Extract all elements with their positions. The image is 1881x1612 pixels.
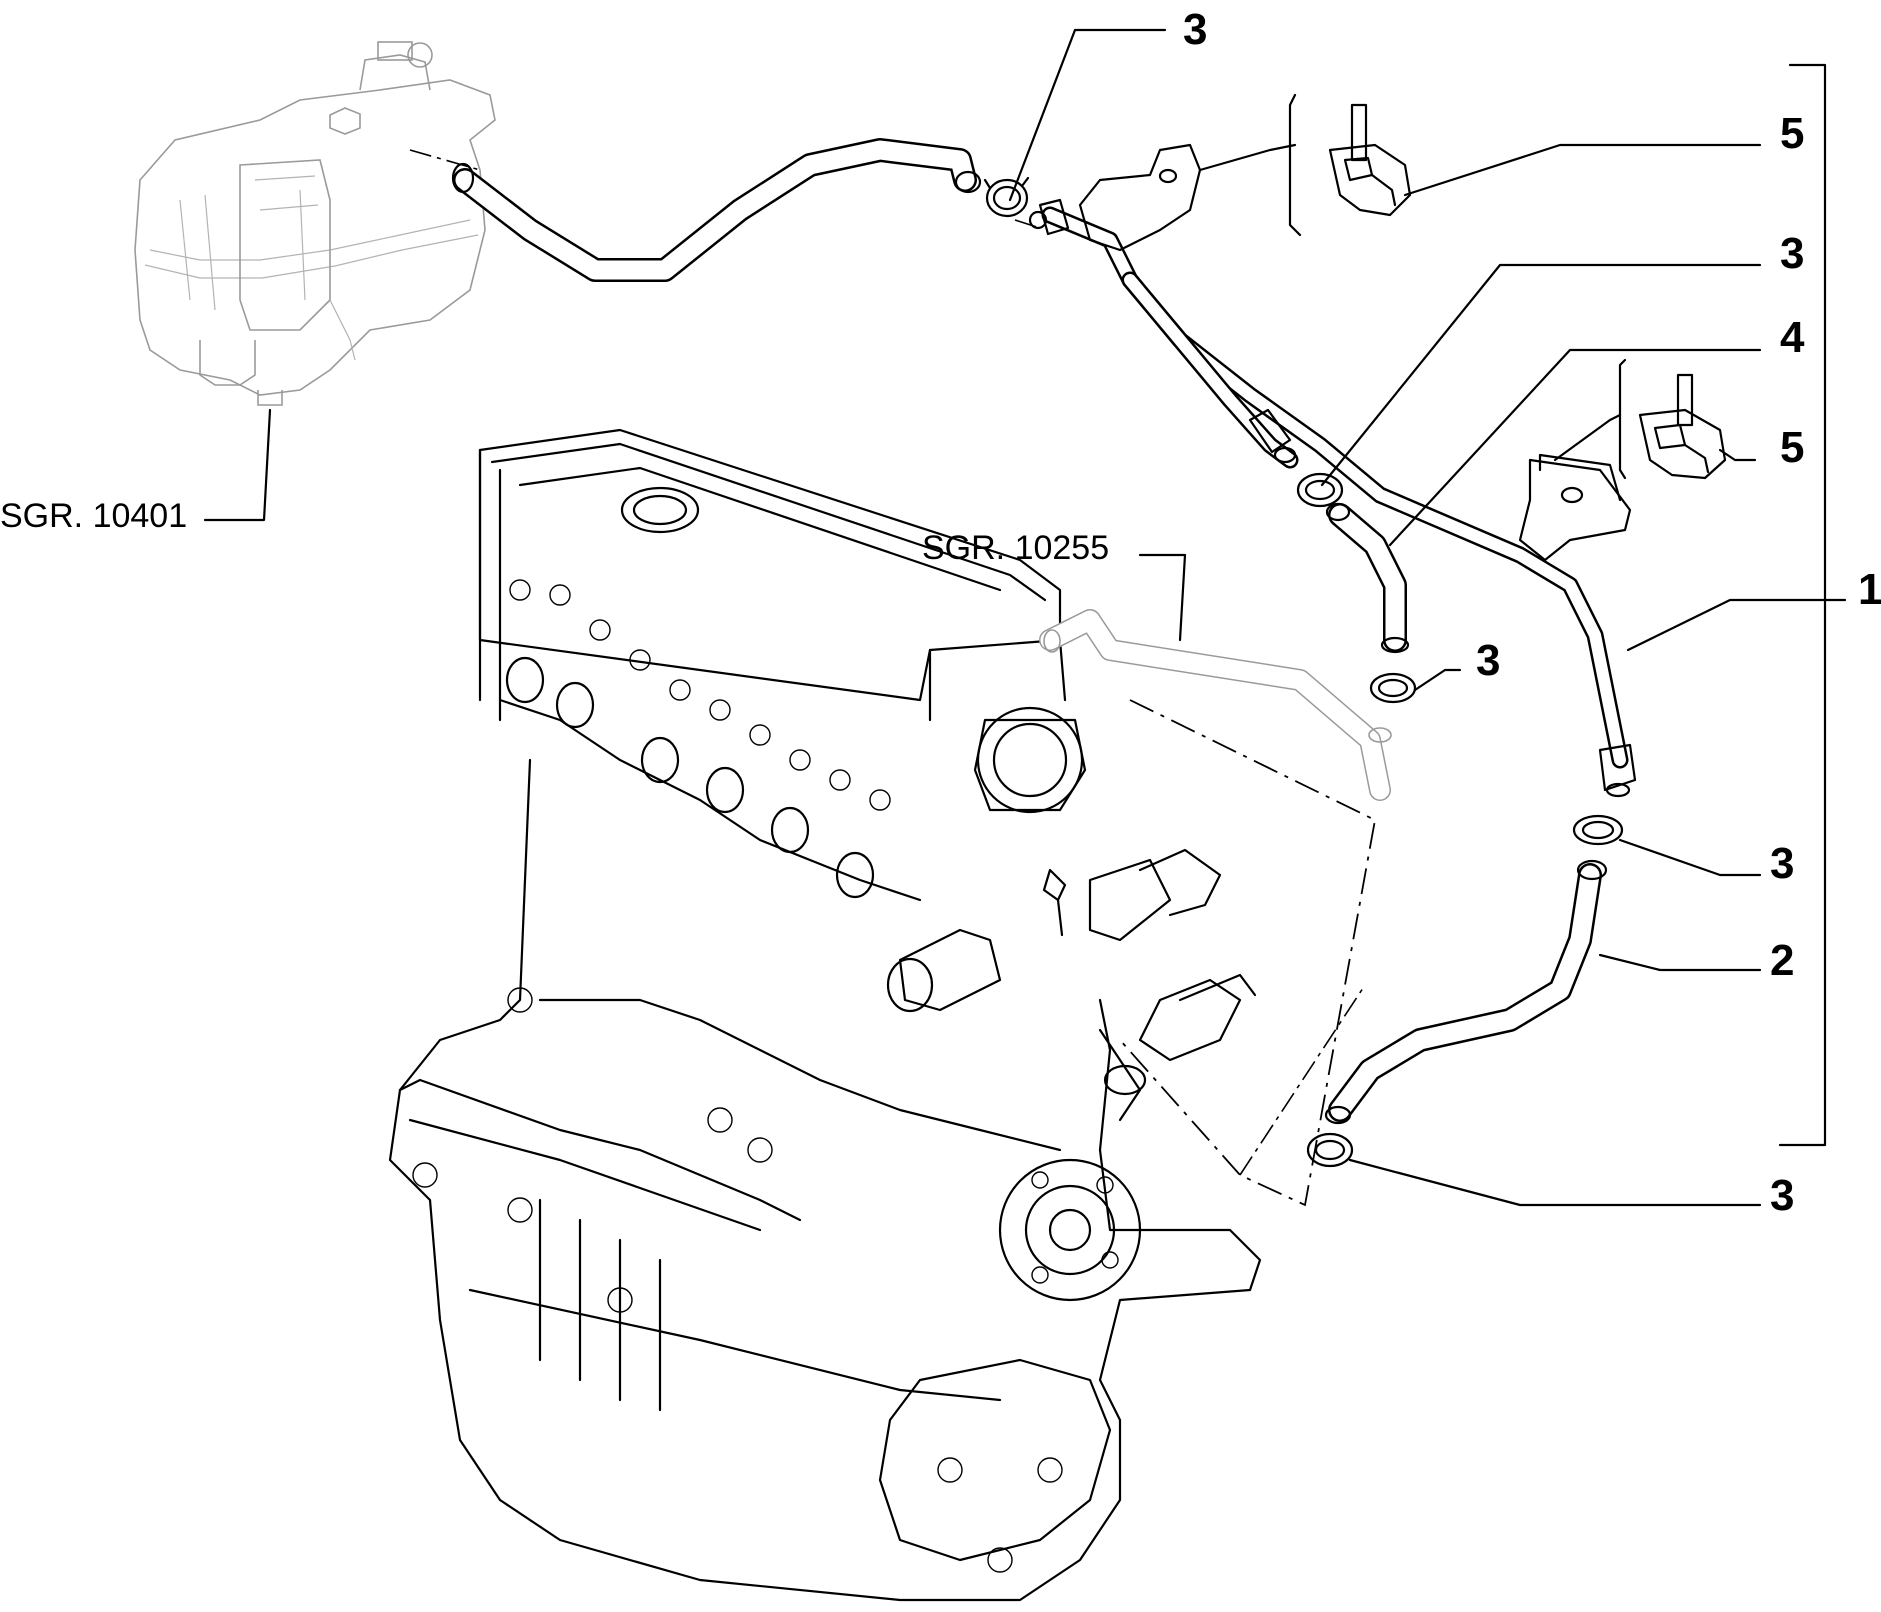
hose-part-2 [1324, 859, 1608, 1125]
leader-sgr-10401 [203, 408, 272, 522]
clamp-bottom [1306, 1132, 1354, 1168]
callout-3-upper-pipe: 3 [1780, 229, 1804, 278]
callout-1: 1 [1858, 565, 1881, 614]
callout-3-bottom: 3 [1770, 1171, 1794, 1220]
clamp-mid-pipe [1296, 472, 1344, 508]
clamp-right [1572, 814, 1624, 846]
callout-labels: 3 5 3 4 5 1 3 3 2 3 SGR. 10401 SGR. 1025… [0, 5, 1881, 1220]
bracket-clip-lower [1638, 373, 1727, 480]
callout-5-upper: 5 [1780, 109, 1804, 158]
clamp-top [983, 176, 1030, 218]
callout-3-right: 3 [1770, 839, 1794, 888]
callout-5-lower: 5 [1780, 423, 1804, 472]
callout-leaders [1008, 28, 1847, 1207]
leader-sgr-10255 [1138, 553, 1187, 642]
expansion-tank [134, 41, 496, 406]
reference-sgr-10401: SGR. 10401 [0, 497, 187, 535]
callout-4: 4 [1780, 313, 1805, 362]
bracket-ghost-upper [1288, 93, 1302, 237]
clamp-loose [1369, 672, 1417, 704]
engine-block [388, 428, 1262, 1602]
hose-clamps [983, 176, 1624, 1168]
upper-tank-hose [451, 138, 982, 282]
reference-sgr-10255: SGR. 10255 [922, 529, 1109, 567]
callout-3-loose: 3 [1476, 636, 1500, 685]
callout-2: 2 [1770, 936, 1794, 985]
coolant-pipe-ghost [1039, 609, 1392, 801]
bracket-clip-upper [1328, 103, 1412, 217]
callout-3-top: 3 [1183, 5, 1207, 54]
hose-part-4 [1325, 502, 1410, 654]
bracket-ghost-lower [1618, 358, 1627, 480]
